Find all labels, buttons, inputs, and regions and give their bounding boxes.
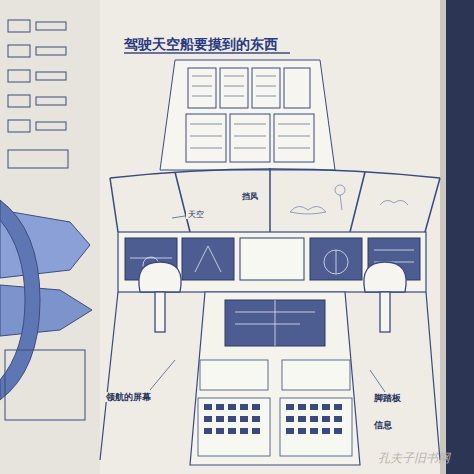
- callout-heading: 领航的屏幕: [104, 392, 153, 402]
- callout-heading: 脚踏板: [372, 393, 403, 403]
- callout-heading: 信息: [372, 420, 394, 430]
- part-label: 天空: [186, 210, 206, 219]
- page-title: 驾驶天空船要摸到的东西: [124, 36, 278, 52]
- watermark: 孔夫子旧书网: [378, 452, 450, 466]
- part-label: 挡风: [240, 192, 260, 201]
